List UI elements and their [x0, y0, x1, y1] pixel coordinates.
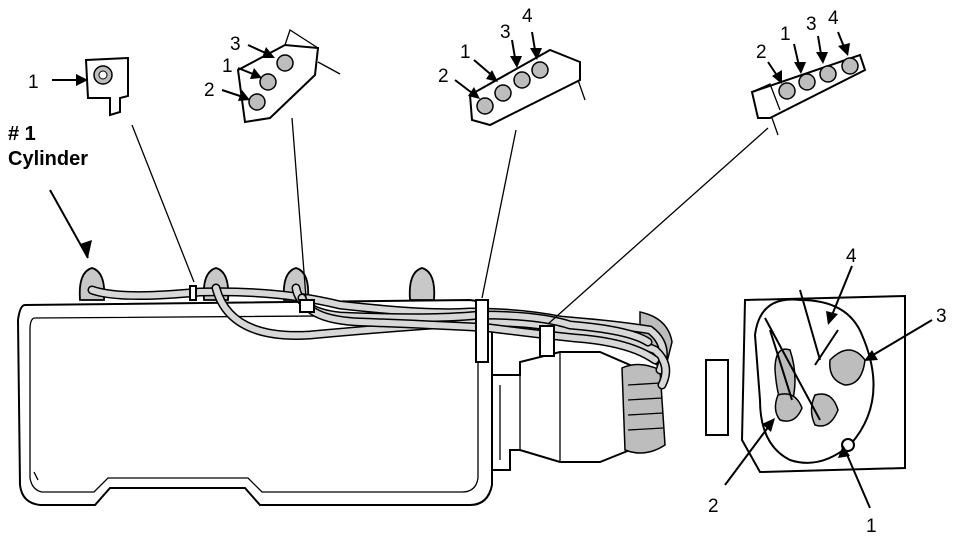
spark-plug-boots [78, 267, 436, 301]
harness-clips [189, 285, 555, 363]
label-arrows [49, 31, 933, 509]
distributor-housing [491, 311, 673, 471]
callout-lines [131, 117, 769, 325]
clip-c-label-4: 4 [522, 6, 533, 27]
cylinder-number-label: # 1 [8, 123, 36, 145]
clip-d-label-2: 2 [756, 42, 767, 63]
clip-c-label-2: 2 [438, 66, 449, 87]
clip-detail-d [750, 53, 867, 136]
clip-c-label-1: 1 [460, 42, 471, 63]
distributor-label-1: 1 [866, 516, 877, 537]
clip-detail-b [236, 29, 341, 124]
clip-d-label-4: 4 [828, 8, 839, 29]
distributor-label-2: 2 [708, 496, 719, 517]
cylinder-word-label: Cylinder [8, 148, 88, 170]
clip-detail-c [468, 48, 586, 127]
clip-detail-a [84, 56, 129, 117]
clip-d-label-3: 3 [806, 14, 817, 35]
clip-b-label-2: 2 [204, 80, 215, 101]
clip-a-label-1: 1 [28, 72, 39, 93]
labels: # 1 Cylinder 1 3 1 2 1 2 3 4 2 1 3 4 4 3… [8, 6, 947, 537]
clip-b-label-3: 3 [230, 34, 241, 55]
clip-c-label-3: 3 [500, 22, 511, 43]
spark-plug-boot-4 [408, 267, 436, 301]
distributor-cap-detail [705, 289, 906, 474]
distributor-label-3: 3 [936, 306, 947, 327]
clip-b-label-1: 1 [222, 56, 233, 77]
distributor-label-4: 4 [846, 246, 857, 267]
clip-d-label-1: 1 [780, 24, 791, 45]
